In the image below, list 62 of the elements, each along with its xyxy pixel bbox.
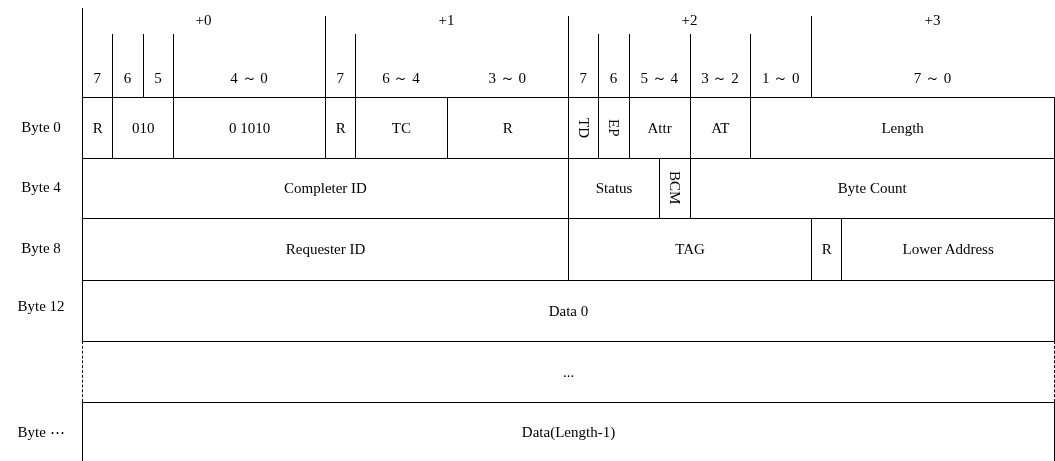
bit-number-label: 3 ～ 2 <box>701 69 739 88</box>
field-cell <box>82 402 1055 461</box>
bit-number-label: 5 <box>154 69 162 88</box>
field-name: R <box>335 119 346 138</box>
row-offset-label: Byte ⋯ <box>17 423 65 442</box>
field-name: Completer ID <box>284 179 367 198</box>
byte-offset-label: +0 <box>195 11 212 30</box>
row-offset-label: Byte 12 <box>17 297 65 316</box>
field-name: TD <box>574 118 593 138</box>
field-name: TC <box>391 119 411 138</box>
field-name: Length <box>881 119 924 138</box>
row-offset-label: Byte 4 <box>21 178 61 197</box>
field-cell <box>750 97 1055 159</box>
field-name: BCM <box>665 171 684 205</box>
field-cell <box>689 158 1055 219</box>
byte-offset-label: +2 <box>681 11 698 30</box>
field-cell <box>82 280 1055 342</box>
field-cell <box>689 97 752 159</box>
field-name: Byte Count <box>837 179 907 198</box>
field-cell <box>82 97 114 159</box>
bit-number-label: 6 <box>123 69 132 88</box>
field-name: TAG <box>675 240 705 259</box>
field-cell <box>82 341 1055 402</box>
field-name: R <box>502 119 513 138</box>
bit-number-label: 6 ～ 4 <box>382 69 420 88</box>
bit-number-label: 7 ～ 0 <box>913 69 952 88</box>
field-name: 0 1010 <box>228 119 271 138</box>
field-name: Status <box>595 179 633 198</box>
bit-number-label: 7 <box>579 69 587 88</box>
field-cell <box>112 97 175 159</box>
field-cell <box>628 97 691 159</box>
byte-offset-label: +3 <box>924 11 941 30</box>
field-cell <box>82 218 569 281</box>
field-name: R <box>92 119 103 138</box>
field-name: Attr <box>647 119 672 138</box>
row-offset-label: Byte 8 <box>21 239 61 258</box>
field-name: 010 <box>132 119 155 138</box>
field-name: Requester ID <box>285 240 366 259</box>
bit-number-label: 7 <box>336 69 344 88</box>
byte-offset-label: +1 <box>438 11 455 30</box>
bit-number-label: 7 <box>93 69 101 88</box>
bit-number-label: 4 ～ 0 <box>230 69 268 88</box>
field-cell <box>325 97 357 159</box>
field-name: R <box>821 240 832 259</box>
bit-number-label: 6 <box>609 69 618 88</box>
field-name: Lower Address <box>902 240 994 259</box>
bit-number-label: 3 ～ 0 <box>488 69 526 88</box>
field-cell <box>355 97 448 159</box>
row-offset-label: Byte 0 <box>21 118 61 137</box>
bit-number-label: 1 ～ 0 <box>761 69 800 88</box>
field-cell <box>82 158 569 219</box>
field-cell <box>841 218 1055 281</box>
field-name: EP <box>605 119 624 137</box>
field-cell <box>446 97 569 159</box>
field-cell <box>173 97 326 159</box>
field-name: Data 0 <box>548 301 589 321</box>
field-name: ... <box>562 362 575 382</box>
field-cell <box>568 97 600 159</box>
field-name: Data(Length-1) <box>521 423 616 442</box>
field-name: AT <box>711 119 730 138</box>
bit-number-label: 5 ～ 4 <box>640 69 678 88</box>
field-cell <box>598 97 630 159</box>
